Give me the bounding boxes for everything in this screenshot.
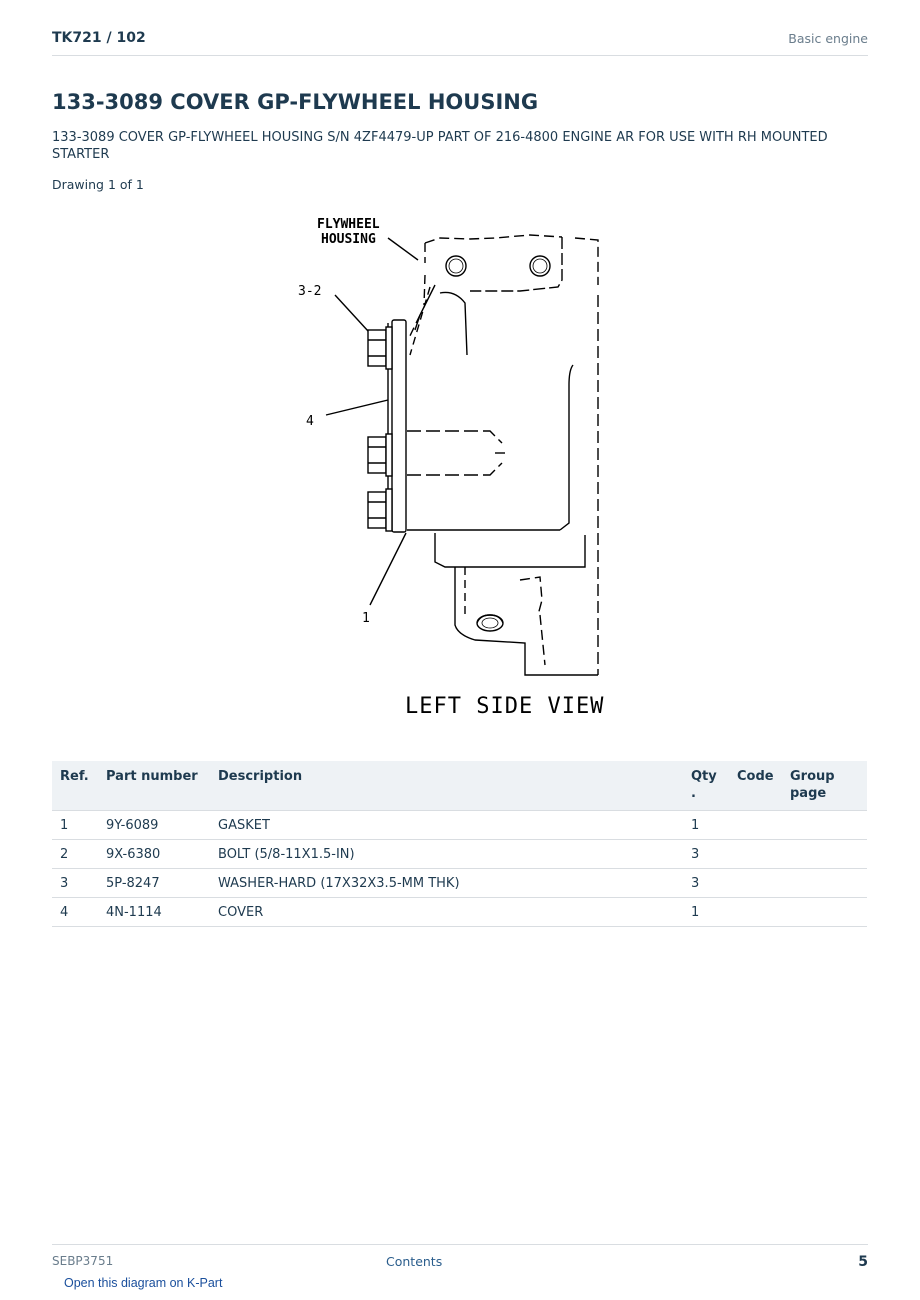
cell-ref: 4 bbox=[52, 897, 98, 927]
housing-label-line1: FLYWHEEL bbox=[317, 217, 380, 232]
cell-part-number: 9Y-6089 bbox=[98, 810, 210, 840]
table-row: 1 9Y-6089 GASKET 1 bbox=[52, 810, 867, 840]
cell-qty: 3 bbox=[683, 868, 729, 898]
callout-4: 4 bbox=[306, 414, 314, 429]
view-caption: LEFT SIDE VIEW bbox=[405, 694, 604, 719]
cell-description: GASKET bbox=[210, 810, 683, 840]
cell-group bbox=[782, 810, 867, 840]
doc-id: SEBP3751 bbox=[52, 1254, 114, 1268]
table-header-row: Ref. Part number Description Qty. Code G… bbox=[52, 761, 867, 811]
qty-header-line1: Qty bbox=[691, 769, 717, 784]
cell-part-number: 5P-8247 bbox=[98, 868, 210, 898]
page-number: 5 bbox=[858, 1254, 868, 1270]
page-header: TK721 / 102 Basic engine bbox=[52, 28, 868, 56]
kpart-diagram-link[interactable]: Open this diagram on K-Part bbox=[64, 1276, 223, 1290]
cell-code bbox=[729, 839, 782, 869]
table-row: 3 5P-8247 WASHER-HARD (17X32X3.5-MM THK)… bbox=[52, 868, 867, 898]
group-header-line2: page bbox=[790, 786, 827, 801]
cell-description: BOLT (5/8-11X1.5-IN) bbox=[210, 839, 683, 869]
cell-part-number: 9X-6380 bbox=[98, 839, 210, 869]
cell-ref: 1 bbox=[52, 810, 98, 840]
drawing-count: Drawing 1 of 1 bbox=[52, 177, 144, 192]
model-label: TK721 / 102 bbox=[52, 30, 146, 46]
cell-code bbox=[729, 868, 782, 898]
group-header-line1: Group bbox=[790, 769, 835, 784]
parts-table: Ref. Part number Description Qty. Code G… bbox=[52, 761, 867, 927]
parts-diagram: FLYWHEEL HOUSING 3-2 4 1 LEFT SIDE VIEW bbox=[298, 217, 604, 719]
cell-qty: 1 bbox=[683, 897, 729, 927]
col-description-header: Description bbox=[210, 761, 683, 811]
page-footer: SEBP3751 Contents 5 bbox=[52, 1244, 868, 1275]
cell-description: WASHER-HARD (17X32X3.5-MM THK) bbox=[210, 868, 683, 898]
col-code-header: Code bbox=[729, 761, 782, 811]
cell-group bbox=[782, 839, 867, 869]
cell-qty: 3 bbox=[683, 839, 729, 869]
cell-code bbox=[729, 810, 782, 840]
callout-3-2: 3-2 bbox=[298, 284, 321, 299]
cell-group bbox=[782, 868, 867, 898]
cell-qty: 1 bbox=[683, 810, 729, 840]
col-group-header: Group page bbox=[782, 761, 867, 811]
col-qty-header: Qty. bbox=[683, 761, 729, 811]
cell-group bbox=[782, 897, 867, 927]
cell-ref: 3 bbox=[52, 868, 98, 898]
table-row: 2 9X-6380 BOLT (5/8-11X1.5-IN) 3 bbox=[52, 839, 867, 869]
cell-description: COVER bbox=[210, 897, 683, 927]
cell-part-number: 4N-1114 bbox=[98, 897, 210, 927]
qty-header-line2: . bbox=[691, 786, 696, 801]
callout-1: 1 bbox=[362, 611, 370, 626]
cell-code bbox=[729, 897, 782, 927]
page-title: 133-3089 COVER GP-FLYWHEEL HOUSING bbox=[52, 90, 539, 114]
col-part-number-header: Part number bbox=[98, 761, 210, 811]
housing-label-line2: HOUSING bbox=[321, 232, 376, 247]
cell-ref: 2 bbox=[52, 839, 98, 869]
page-subtitle: 133-3089 COVER GP-FLYWHEEL HOUSING S/N 4… bbox=[52, 130, 828, 162]
contents-link[interactable]: Contents bbox=[386, 1254, 443, 1269]
section-label: Basic engine bbox=[788, 31, 868, 46]
table-row: 4 4N-1114 COVER 1 bbox=[52, 897, 867, 927]
col-ref-header: Ref. bbox=[52, 761, 98, 811]
